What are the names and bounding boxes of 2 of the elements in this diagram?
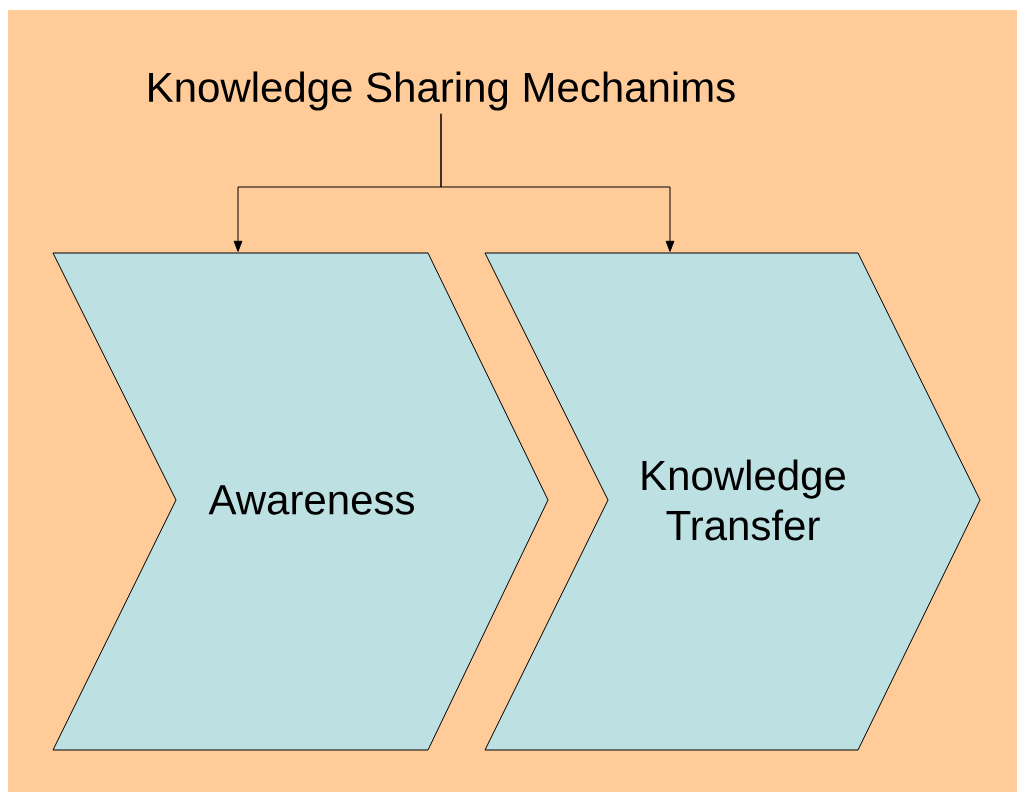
arrow	[440, 113, 675, 252]
heading-text: Knowledge Sharing Mechanims	[149, 71, 735, 111]
